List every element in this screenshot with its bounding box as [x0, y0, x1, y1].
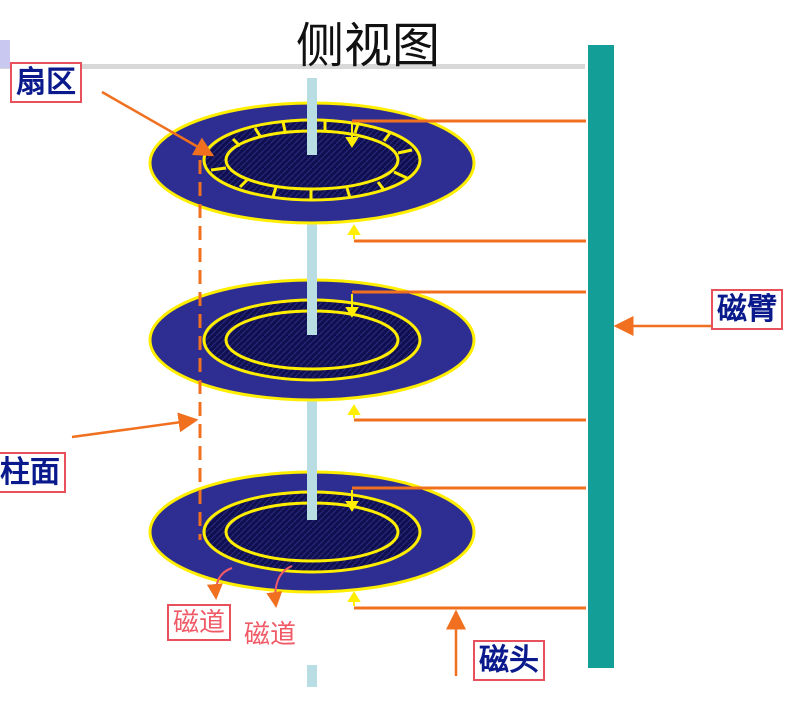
sector-label: 扇区 — [10, 62, 82, 103]
title-underline-bar — [0, 40, 585, 69]
diagram-title: 侧视图 — [296, 18, 441, 74]
head-label: 磁头 — [473, 640, 545, 681]
track-label-1: 磁道 — [167, 604, 232, 641]
head-connectors — [352, 119, 586, 610]
platter-3 — [148, 470, 476, 594]
track-pointers — [206, 565, 293, 608]
track-label-2: 磁道 — [244, 620, 297, 650]
cylinder-label: 柱面 — [0, 452, 66, 493]
pointer-arrows — [71, 90, 712, 676]
arm-label: 磁臂 — [711, 289, 783, 330]
sector-ticks — [210, 121, 413, 200]
disk-arm — [588, 45, 614, 668]
spindle-top-segments — [307, 95, 317, 520]
platter-2 — [148, 278, 476, 402]
head-tips — [345, 123, 361, 606]
platter-1 — [148, 101, 476, 225]
